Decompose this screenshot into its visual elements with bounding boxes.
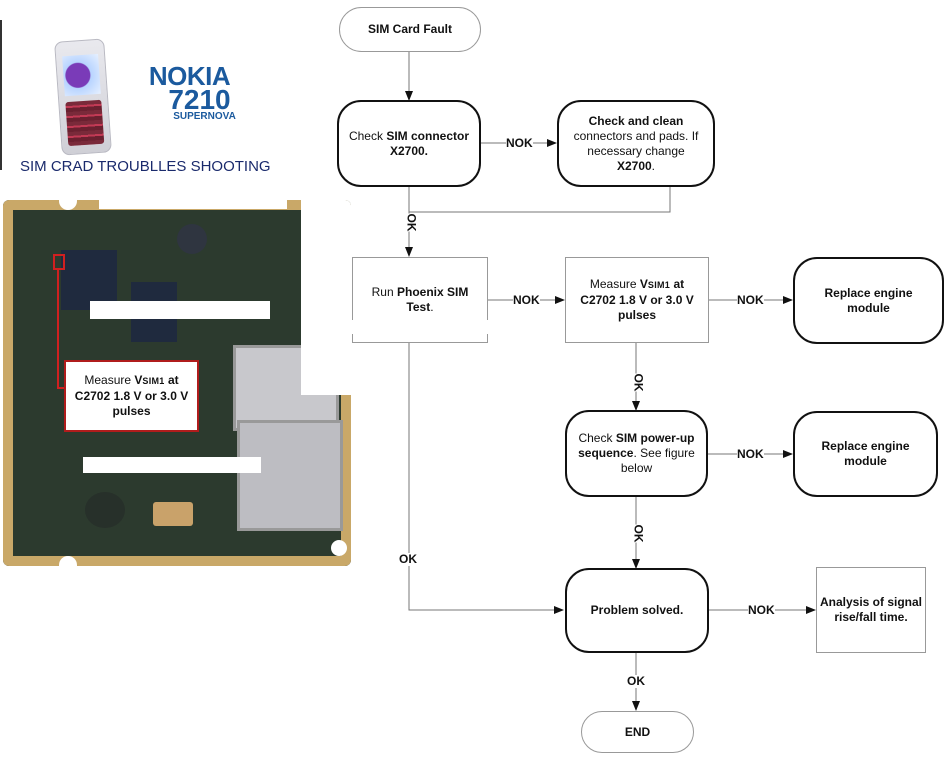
mounting-hole-icon (331, 540, 347, 556)
model-number: 7210 (168, 84, 231, 115)
edge-label-solved-ok: OK (627, 674, 645, 688)
node-end: END (581, 711, 694, 753)
chip (61, 250, 117, 310)
mounting-hole-icon (59, 556, 77, 566)
page-title: SIM CRAD TROUBLLES SHOOTING (20, 158, 271, 175)
rf-shield (237, 420, 343, 531)
edge-clean-return (409, 186, 671, 213)
brand-name: NOKIA (148, 61, 231, 91)
mounting-hole-icon (59, 200, 77, 210)
capacitor (153, 502, 193, 526)
edge-label-measure-ok: OK (631, 373, 646, 392)
edge-label-connector-ok: OK (404, 213, 419, 232)
edge-phoenix-to-solved (408, 343, 564, 614)
edge-label-solved-nok: NOK (748, 603, 775, 617)
callout-line-1: Measure VSIM1 at (84, 373, 179, 387)
edge-label-powerup-ok: OK (631, 524, 646, 543)
probe-line (57, 268, 59, 388)
model-subname: SUPERNOVA (173, 111, 236, 122)
probe-line (57, 387, 67, 389)
redaction-patch (334, 320, 494, 334)
inductor (177, 224, 207, 254)
edge-label-powerup-nok: NOK (737, 447, 764, 461)
callout-line-3: pulses (112, 404, 151, 418)
edge-label-measure-nok: NOK (737, 293, 764, 307)
node-start: SIM Card Fault (339, 7, 481, 52)
redaction-patch (301, 200, 351, 395)
edge-label-connector-nok: NOK (506, 136, 533, 150)
capacitor (85, 492, 125, 528)
edge-label-phoenix-nok: NOK (513, 293, 540, 307)
brand-logo: NOKIA 7210 SUPERNOVA (132, 61, 247, 122)
node-problem-solved: Problem solved. (565, 568, 709, 653)
left-border-line (0, 20, 2, 170)
redaction-patch (99, 200, 287, 209)
edge-label-phoenix-ok: OK (399, 552, 417, 566)
callout-line-2: C2702 1.8 V or 3.0 V (74, 389, 189, 403)
circuit-board-image: Measure VSIM1 at C2702 1.8 V or 3.0 V pu… (3, 200, 351, 566)
redaction-bar (83, 457, 261, 473)
test-point-marker (53, 254, 65, 270)
redaction-bar (90, 301, 270, 319)
measure-callout: Measure VSIM1 at C2702 1.8 V or 3.0 V pu… (64, 360, 199, 432)
